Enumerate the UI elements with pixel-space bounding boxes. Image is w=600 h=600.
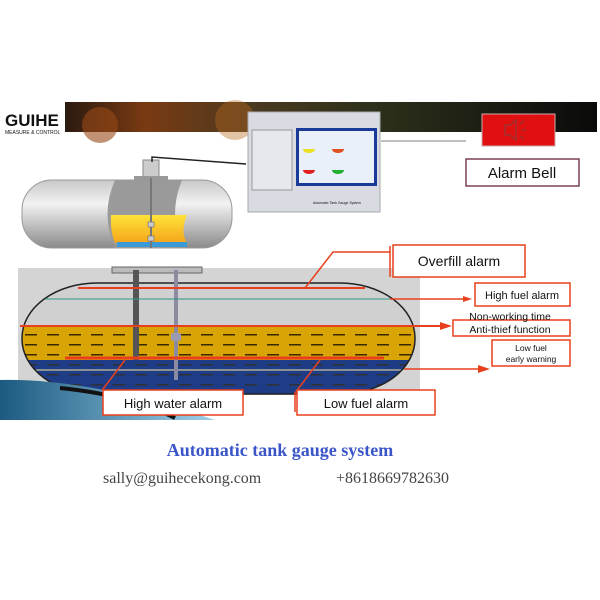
callout-high-fuel: High fuel alarm xyxy=(474,282,571,307)
svg-text:High water alarm: High water alarm xyxy=(124,396,222,411)
gauge-controller: Automatic Tank Gauge System xyxy=(247,111,466,213)
alarm-bell: Alarm Bell xyxy=(465,113,580,187)
svg-text:Automatic Tank Gauge System: Automatic Tank Gauge System xyxy=(313,201,361,205)
svg-text:early warning: early warning xyxy=(506,354,557,364)
callout-low-fuel-early-warning: Low fuel early warning xyxy=(491,339,571,367)
footer-title: Automatic tank gauge system xyxy=(167,440,394,460)
callout-overfill: Overfill alarm xyxy=(392,244,526,278)
small-tank xyxy=(21,156,247,249)
contact-phone: +8618669782630 xyxy=(336,470,449,487)
svg-text:MEASURE & CONTROL: MEASURE & CONTROL xyxy=(5,130,61,136)
contact-email: sally@guihecekong.com xyxy=(103,470,262,487)
svg-text:Low fuel: Low fuel xyxy=(515,343,547,353)
svg-text:Anti-thief function: Anti-thief function xyxy=(469,324,550,336)
svg-text:Overfill alarm: Overfill alarm xyxy=(418,253,500,269)
tank-cross-section xyxy=(18,246,490,412)
callout-high-water: High water alarm xyxy=(102,389,244,416)
callout-non-working-time: Non-working time Anti-thief function xyxy=(452,311,571,337)
callout-low-fuel: Low fuel alarm xyxy=(296,389,436,416)
svg-text:Low fuel alarm: Low fuel alarm xyxy=(324,396,409,411)
svg-text:Alarm Bell: Alarm Bell xyxy=(488,165,556,182)
svg-text:Non-working time: Non-working time xyxy=(469,311,551,323)
speaker-icon xyxy=(504,118,526,142)
svg-text:High fuel alarm: High fuel alarm xyxy=(485,290,559,302)
guihe-logo: GUIHE MEASURE & CONTROL xyxy=(5,111,61,136)
svg-text:GUIHE: GUIHE xyxy=(5,111,59,130)
